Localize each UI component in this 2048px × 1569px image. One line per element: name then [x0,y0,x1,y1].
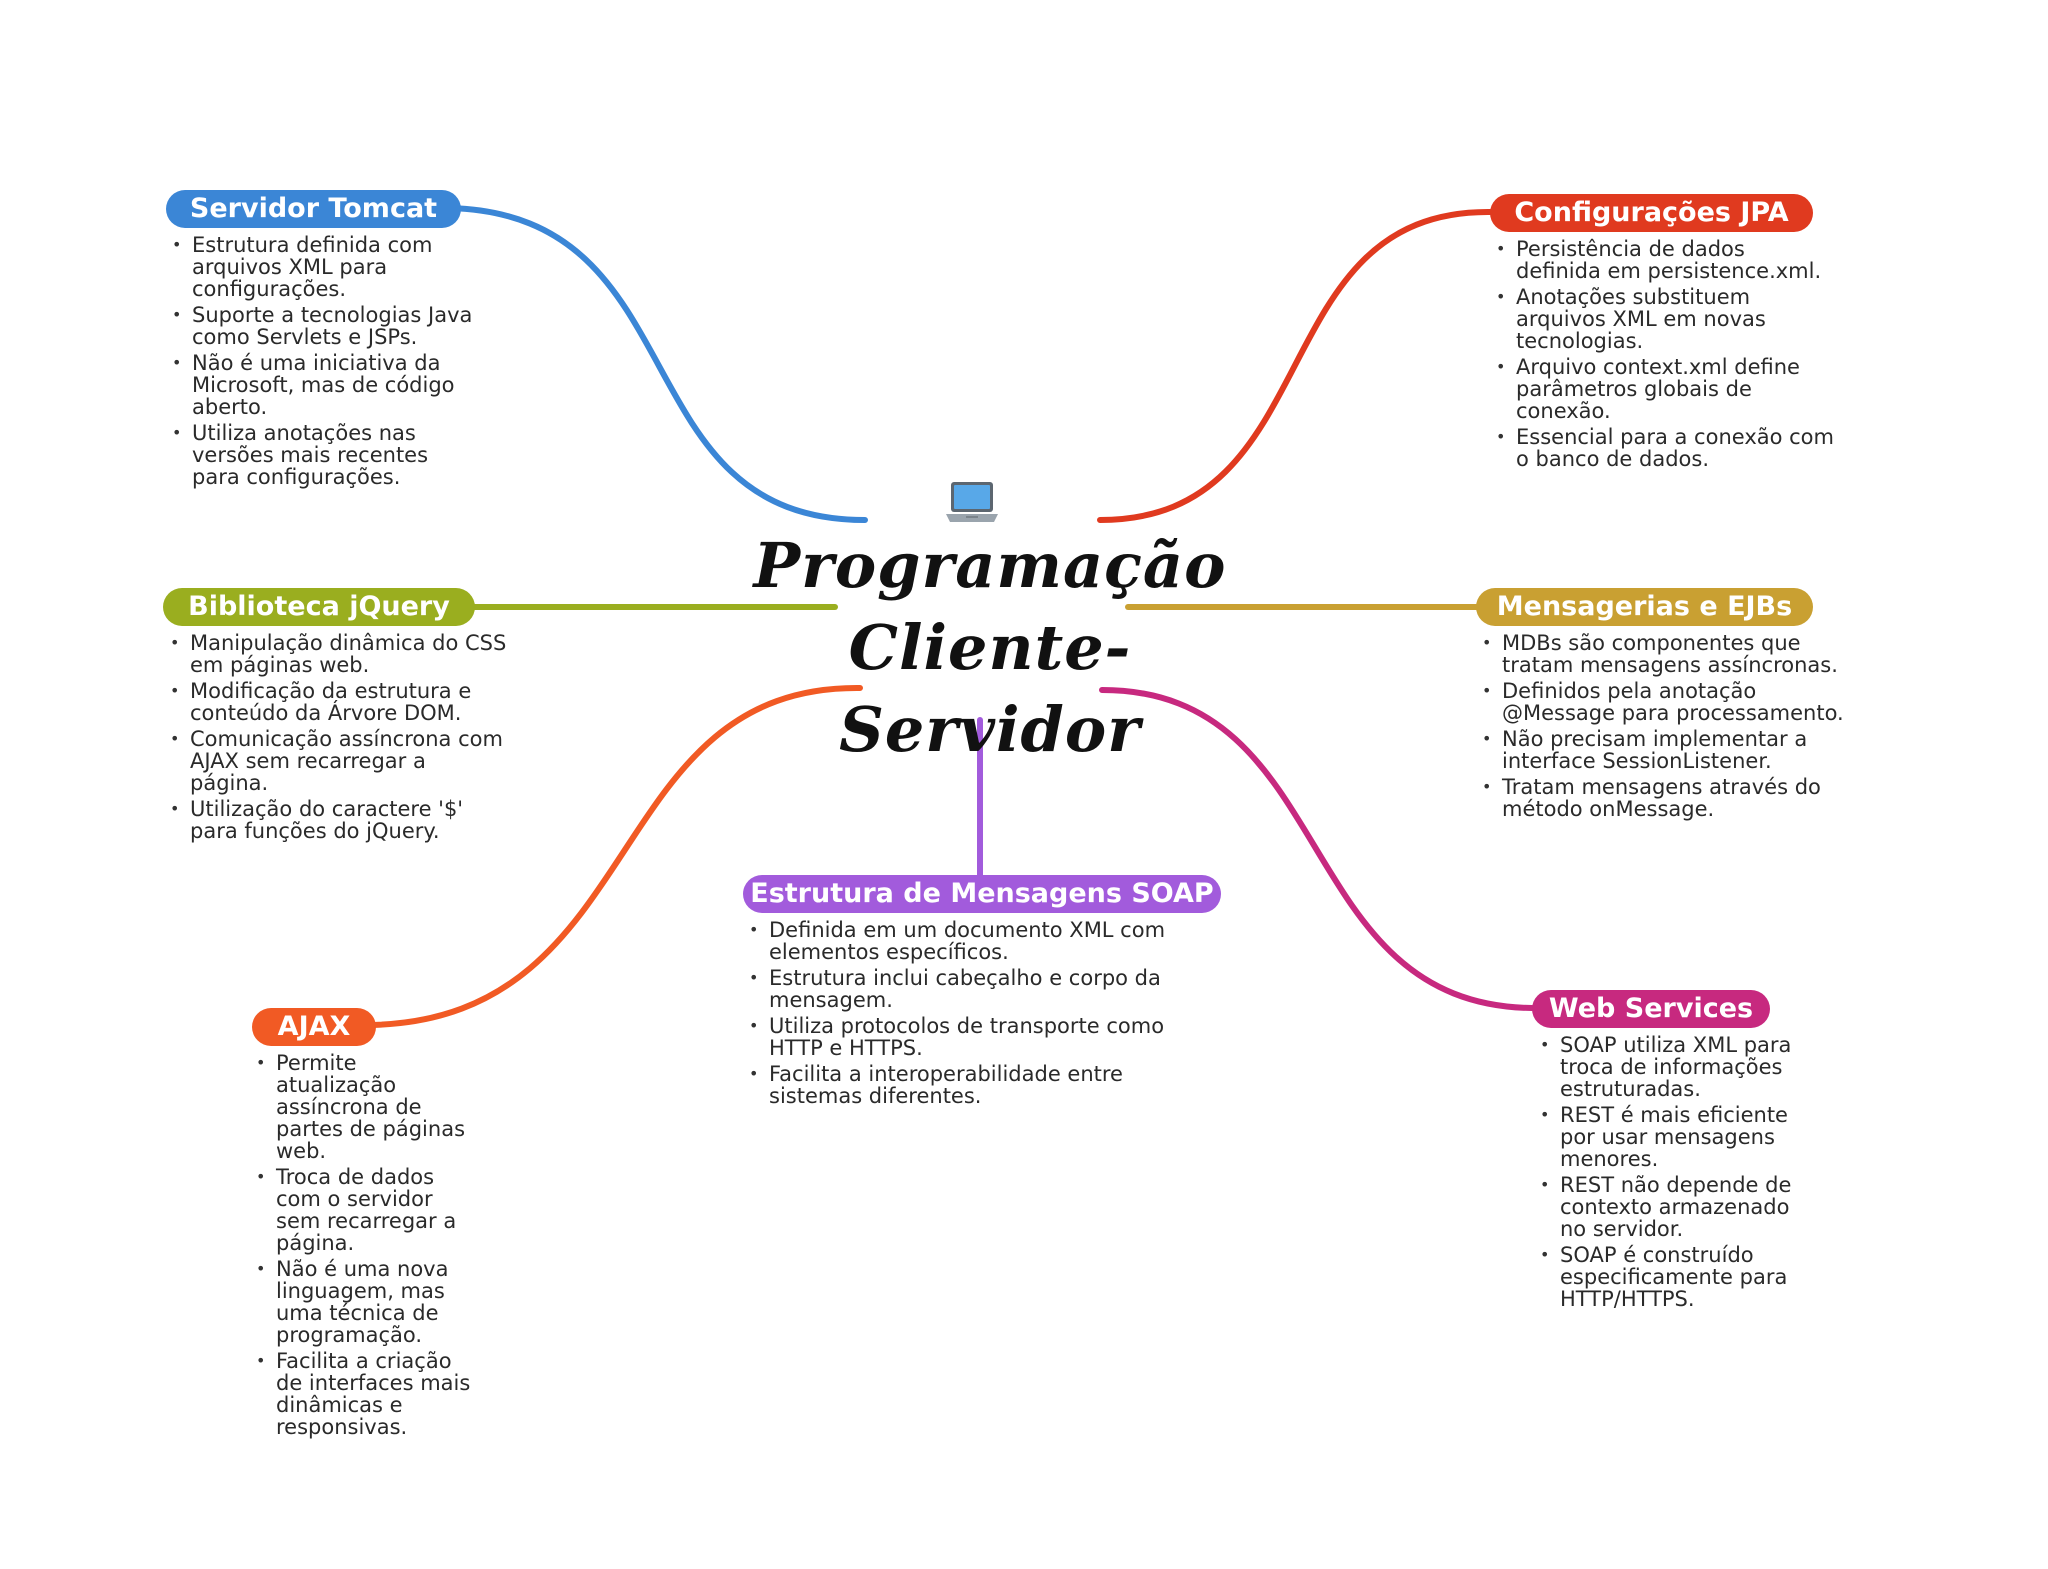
topic-web-services: Web Services [1532,990,1770,1028]
list-item: Definidos pela anotação @Message para pr… [1480,680,1850,724]
list-item: Arquivo context.xml define parâmetros gl… [1494,356,1834,422]
list-item: Utilização do caractere '$' para funções… [168,798,508,842]
list-item: Não precisam implementar a interface Ses… [1480,728,1850,772]
list-item: Modificação da estrutura e conteúdo da Á… [168,680,508,724]
list-servidor-tomcat: Estrutura definida com arquivos XML para… [170,234,480,492]
list-configuracoes-jpa: Persistência de dados definida em persis… [1494,238,1834,474]
connector-ajax [367,684,863,1028]
list-item: Definida em um documento XML com element… [747,919,1167,963]
list-item: Não é uma nova linguagem, mas uma técnic… [254,1258,479,1346]
list-item: Suporte a tecnologias Java como Servlets… [170,304,480,348]
central-topic-line-1: Programação [753,529,1227,602]
list-item: SOAP é construído especificamente para H… [1538,1244,1808,1310]
list-item: MDBs são componentes que tratam mensagen… [1480,632,1850,676]
topic-biblioteca-jquery: Biblioteca jQuery [163,588,475,626]
list-item: Comunicação assíncrona com AJAX sem reca… [168,728,508,794]
list-item: Não é uma iniciativa da Microsoft, mas d… [170,352,480,418]
topic-servidor-tomcat: Servidor Tomcat [166,190,461,228]
list-mensagerias-ejbs: MDBs são componentes que tratam mensagen… [1480,632,1850,824]
list-item: REST não depende de contexto armazenado … [1538,1174,1808,1240]
central-topic: Programação Cliente-Servidor [740,525,1240,771]
topic-mensagerias-ejbs: Mensagerias e EJBs [1476,588,1813,626]
topic-configuracoes-jpa: Configurações JPA [1490,194,1813,232]
connector-servidor-tomcat [447,205,868,523]
list-item: Persistência de dados definida em persis… [1494,238,1834,282]
topic-estrutura-soap: Estrutura de Mensagens SOAP [743,875,1221,913]
list-item: SOAP utiliza XML para troca de informaçõ… [1538,1034,1808,1100]
list-item: Tratam mensagens através do método onMes… [1480,776,1850,820]
list-web-services: SOAP utiliza XML para troca de informaçõ… [1538,1034,1808,1314]
central-topic-line-2: Cliente-Servidor [839,611,1141,766]
laptop-icon [946,482,998,522]
list-item: Estrutura definida com arquivos XML para… [170,234,480,300]
list-item: REST é mais eficiente por usar mensagens… [1538,1104,1808,1170]
connector-web-services [1099,687,1535,1011]
list-estrutura-soap: Definida em um documento XML com element… [747,919,1167,1111]
list-item: Troca de dados com o servidor sem recarr… [254,1166,479,1254]
list-item: Utiliza anotações nas versões mais recen… [170,422,480,488]
list-item: Facilita a criação de interfaces mais di… [254,1350,479,1438]
list-item: Essencial para a conexão com o banco de … [1494,426,1834,470]
connector-configuracoes-jpa [1097,208,1493,523]
list-item: Facilita a interoperabilidade entre sist… [747,1063,1167,1107]
list-item: Anotações substituem arquivos XML em nov… [1494,286,1834,352]
list-item: Estrutura inclui cabeçalho e corpo da me… [747,967,1167,1011]
topic-ajax: AJAX [252,1008,376,1046]
list-biblioteca-jquery: Manipulação dinâmica do CSS em páginas w… [168,632,508,846]
list-item: Manipulação dinâmica do CSS em páginas w… [168,632,508,676]
list-item: Utiliza protocolos de transporte como HT… [747,1015,1167,1059]
list-ajax: Permite atualização assíncrona de partes… [254,1052,479,1442]
list-item: Permite atualização assíncrona de partes… [254,1052,479,1162]
